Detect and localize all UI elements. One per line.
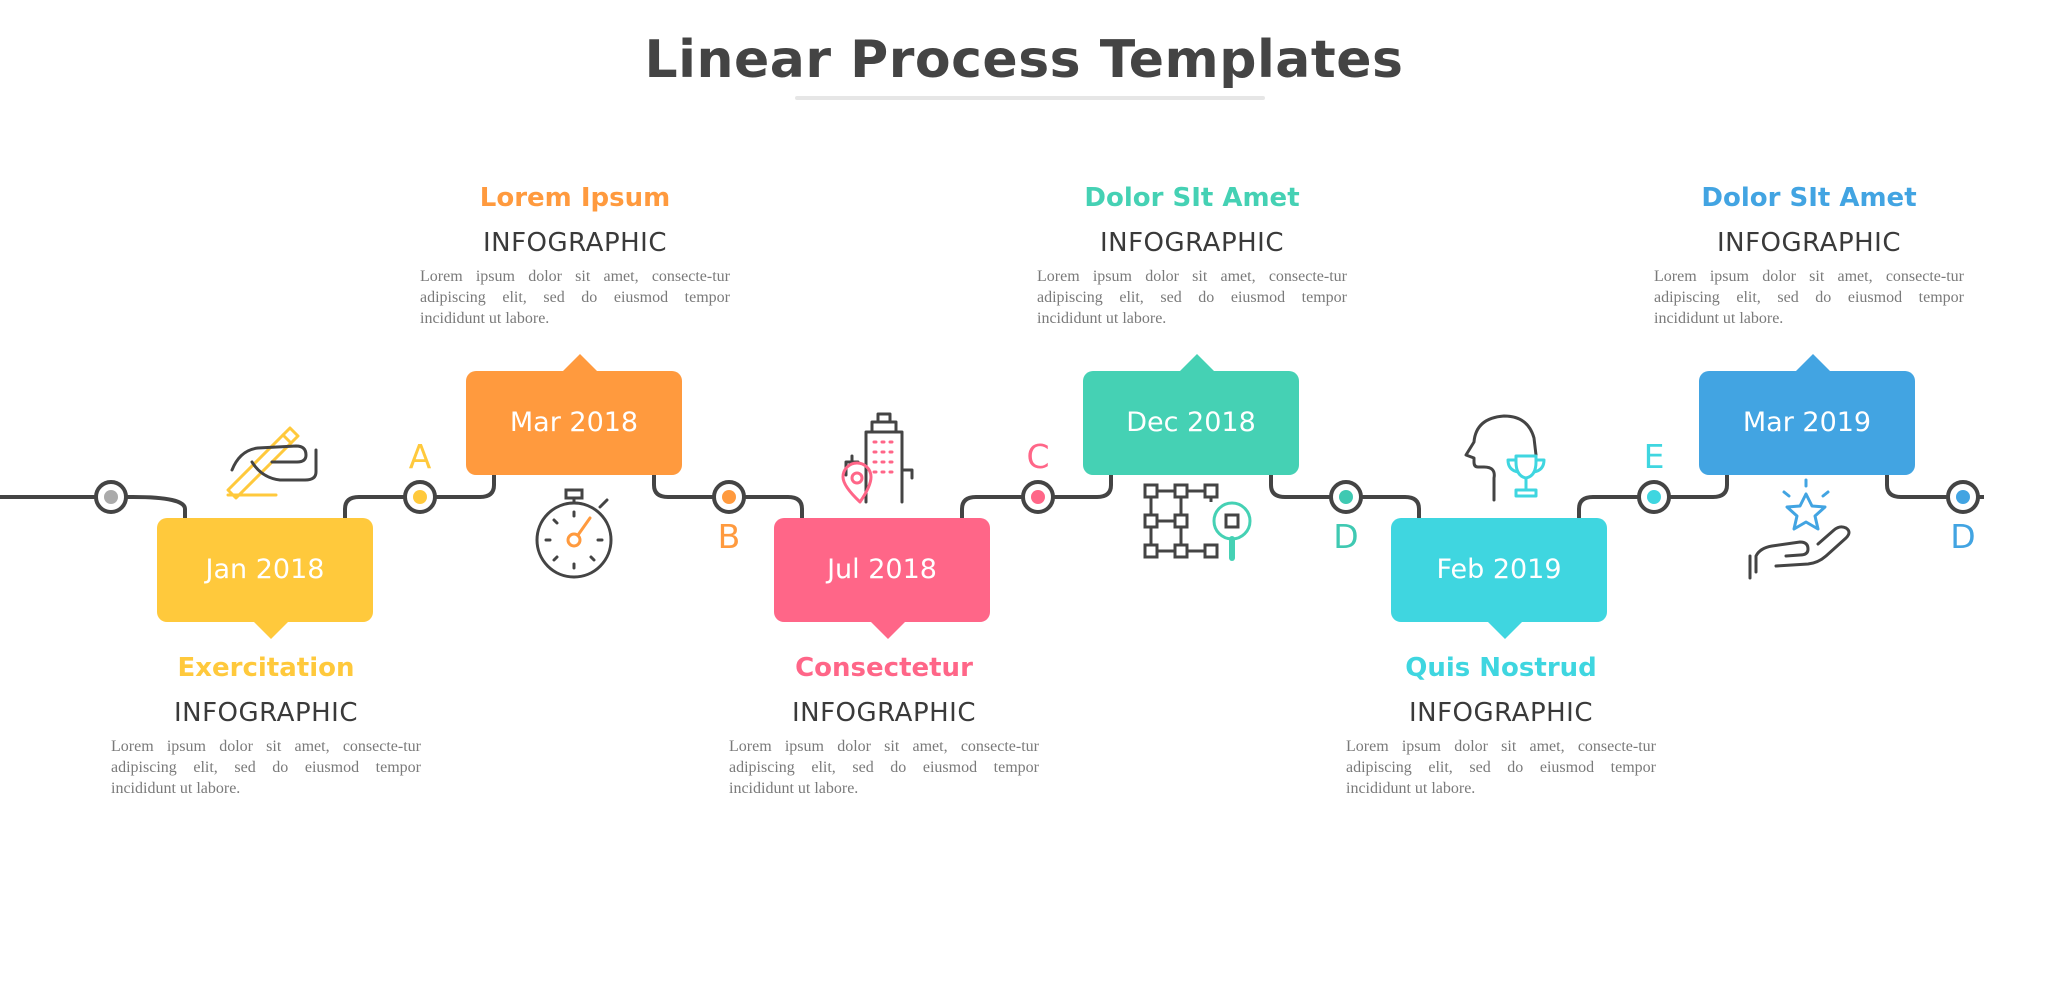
node-e bbox=[1637, 480, 1671, 514]
date-box-2: Mar 2018 bbox=[466, 354, 682, 475]
marker-letter-b: B bbox=[717, 517, 741, 556]
step-heading: Dolor SIt Amet bbox=[1084, 183, 1300, 213]
node-c bbox=[1021, 480, 1055, 514]
head-trophy-icon bbox=[1464, 414, 1546, 502]
step-text-5: Quis Nostrud INFOGRAPHIC Lorem ipsum dol… bbox=[1346, 650, 1656, 799]
step-text-4: Dolor SIt Amet INFOGRAPHIC Lorem ipsum d… bbox=[1037, 180, 1347, 329]
step-heading: Dolor SIt Amet bbox=[1701, 183, 1917, 213]
step-subtitle: INFOGRAPHIC bbox=[791, 698, 977, 728]
date-box-4: Dec 2018 bbox=[1083, 354, 1299, 475]
step-subtitle: INFOGRAPHIC bbox=[1716, 228, 1902, 258]
title-underline bbox=[795, 96, 1265, 100]
hand-pencil-icon bbox=[226, 426, 318, 500]
step-text-2: Lorem Ipsum INFOGRAPHIC Lorem ipsum dolo… bbox=[420, 180, 730, 329]
marker-letter-d-end: D bbox=[1950, 517, 1976, 556]
date-label: Mar 2019 bbox=[1742, 407, 1872, 438]
date-label: Mar 2018 bbox=[509, 407, 639, 438]
step-heading: Consectetur bbox=[795, 653, 973, 683]
step-heading: Quis Nostrud bbox=[1405, 653, 1597, 683]
step-subtitle: INFOGRAPHIC bbox=[173, 698, 359, 728]
date-label: Jan 2018 bbox=[205, 554, 325, 585]
step-subtitle: INFOGRAPHIC bbox=[1408, 698, 1594, 728]
step-heading: Lorem Ipsum bbox=[479, 183, 671, 213]
step-description: Lorem ipsum dolor sit amet, consecte-tur… bbox=[1654, 268, 1964, 327]
marker-letter-c: C bbox=[1026, 437, 1050, 476]
step-description: Lorem ipsum dolor sit amet, consecte-tur… bbox=[111, 738, 421, 797]
node-a bbox=[403, 480, 437, 514]
step-subtitle: INFOGRAPHIC bbox=[482, 228, 668, 258]
date-label: Feb 2019 bbox=[1436, 554, 1562, 585]
marker-letter-e: E bbox=[1643, 437, 1665, 476]
step-text-3: Consectetur INFOGRAPHIC Lorem ipsum dolo… bbox=[729, 650, 1039, 799]
node-start bbox=[94, 480, 128, 514]
date-label: Jul 2018 bbox=[827, 554, 937, 585]
hand-star-icon bbox=[1748, 478, 1851, 580]
stopwatch-icon bbox=[535, 488, 613, 579]
date-box-5: Feb 2019 bbox=[1391, 518, 1607, 639]
grid-search-icon bbox=[1143, 483, 1252, 561]
date-label: Dec 2018 bbox=[1126, 407, 1256, 438]
date-box-3: Jul 2018 bbox=[774, 518, 990, 639]
page-title: Linear Process Templates bbox=[644, 30, 1404, 90]
building-location-icon bbox=[841, 412, 914, 504]
node-d bbox=[1329, 480, 1363, 514]
date-box-1: Jan 2018 bbox=[157, 518, 373, 639]
marker-letter-d: D bbox=[1333, 517, 1359, 556]
step-subtitle: INFOGRAPHIC bbox=[1099, 228, 1285, 258]
step-description: Lorem ipsum dolor sit amet, consecte-tur… bbox=[420, 268, 730, 327]
step-description: Lorem ipsum dolor sit amet, consecte-tur… bbox=[1037, 268, 1347, 327]
step-text-6: Dolor SIt Amet INFOGRAPHIC Lorem ipsum d… bbox=[1654, 180, 1964, 329]
node-b bbox=[712, 480, 746, 514]
node-end bbox=[1946, 480, 1980, 514]
step-description: Lorem ipsum dolor sit amet, consecte-tur… bbox=[729, 738, 1039, 797]
step-heading: Exercitation bbox=[177, 653, 355, 683]
step-description: Lorem ipsum dolor sit amet, consecte-tur… bbox=[1346, 738, 1656, 797]
step-text-1: Exercitation INFOGRAPHIC Lorem ipsum dol… bbox=[111, 650, 421, 799]
marker-letter-a: A bbox=[408, 437, 432, 476]
date-box-6: Mar 2019 bbox=[1699, 354, 1915, 475]
